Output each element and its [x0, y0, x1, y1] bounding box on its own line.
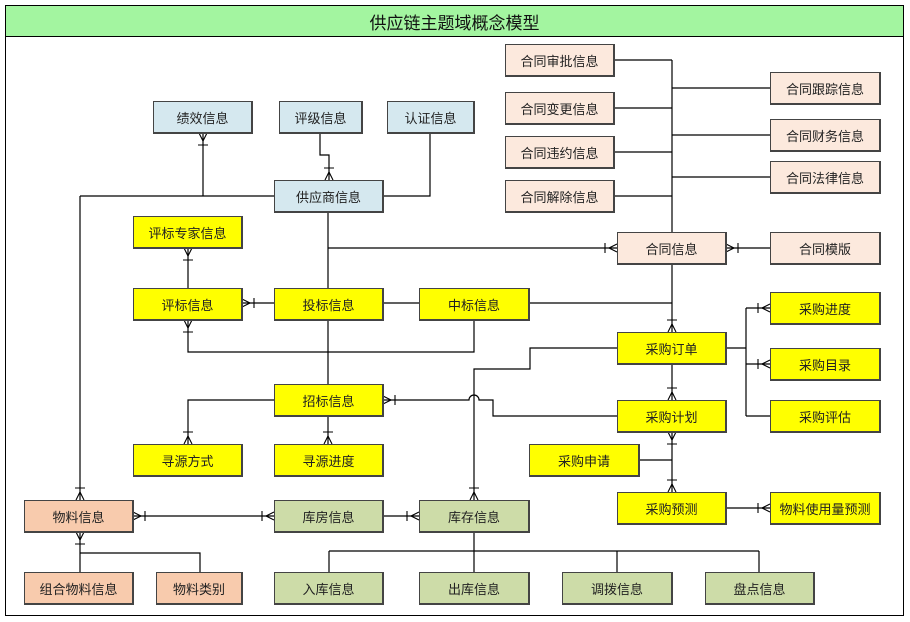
- entity-material[interactable]: 物料信息: [24, 500, 134, 533]
- entity-contract-legal[interactable]: 合同法律信息: [770, 161, 881, 194]
- crows-foot-marker-contract-left: [604, 243, 618, 253]
- entity-sourcing-progress[interactable]: 寻源进度: [274, 444, 384, 477]
- crows-foot-marker-purchase-plan-bottom: [667, 431, 677, 445]
- entity-bid-expert[interactable]: 评标专家信息: [133, 216, 243, 249]
- entity-tender[interactable]: 招标信息: [274, 384, 384, 417]
- entity-purchase-forecast[interactable]: 采购预测: [617, 492, 727, 525]
- entity-contract-tracking[interactable]: 合同跟踪信息: [770, 72, 881, 105]
- entity-purchase-progress[interactable]: 采购进度: [770, 292, 881, 325]
- entity-purchase-order[interactable]: 采购订单: [617, 332, 727, 365]
- entity-warehouse[interactable]: 库房信息: [274, 500, 384, 533]
- entity-contract[interactable]: 合同信息: [617, 232, 727, 265]
- entity-rating[interactable]: 评级信息: [279, 101, 363, 134]
- entity-contract-finance[interactable]: 合同财务信息: [770, 119, 881, 152]
- crows-foot-marker-performance: [198, 132, 208, 146]
- entity-contract-change[interactable]: 合同变更信息: [505, 92, 615, 125]
- crows-foot-marker-purchase-order: [667, 319, 677, 333]
- crows-foot-marker-material-usage-forecast: [757, 503, 771, 513]
- entity-combined-material[interactable]: 组合物料信息: [24, 572, 134, 605]
- crows-foot-marker-warehouse-left: [261, 511, 275, 521]
- entity-contract-template[interactable]: 合同模版: [770, 232, 881, 265]
- edge-rating-supplier: [319, 133, 330, 180]
- entity-purchase-plan[interactable]: 采购计划: [617, 400, 727, 433]
- crows-foot-marker-purchase-plan-top: [667, 387, 677, 401]
- crows-foot-marker-tender-right: [382, 395, 396, 405]
- entity-bid-evaluation[interactable]: 评标信息: [133, 288, 243, 321]
- crows-foot-marker-bid-evaluation-right: [241, 298, 255, 308]
- entity-material-category[interactable]: 物料类别: [156, 572, 243, 605]
- entity-stock-out[interactable]: 出库信息: [419, 572, 530, 605]
- edge-evaluation-award: [187, 320, 475, 353]
- entity-contract-approval[interactable]: 合同审批信息: [505, 44, 615, 77]
- entity-contract-breach[interactable]: 合同违约信息: [505, 136, 615, 169]
- entity-bid-submission[interactable]: 投标信息: [274, 288, 384, 321]
- entity-supplier[interactable]: 供应商信息: [274, 180, 384, 213]
- entity-performance[interactable]: 绩效信息: [153, 101, 253, 134]
- entity-certification[interactable]: 认证信息: [387, 101, 475, 134]
- crows-foot-marker-bid-evaluation-bottom: [183, 319, 193, 333]
- entity-material-usage-forecast[interactable]: 物料使用量预测: [770, 492, 881, 525]
- crows-foot-marker-purchase-forecast: [667, 479, 677, 493]
- entity-stock-in[interactable]: 入库信息: [274, 572, 384, 605]
- crows-foot-marker-material-bottom: [75, 531, 85, 545]
- entity-purchase-evaluation[interactable]: 采购评估: [770, 400, 881, 433]
- entity-bid-award[interactable]: 中标信息: [419, 288, 530, 321]
- crows-foot-marker-supplier-top: [324, 167, 334, 181]
- crows-foot-marker-material-top: [75, 487, 85, 501]
- entity-stocktake[interactable]: 盘点信息: [705, 572, 815, 605]
- edge-certification-supplier: [383, 133, 431, 197]
- crows-foot-marker-bid-expert: [183, 247, 193, 261]
- crows-foot-marker-inventory-top: [469, 487, 479, 501]
- crows-foot-marker-purchase-progress: [757, 303, 771, 313]
- entity-inventory[interactable]: 库存信息: [419, 500, 530, 533]
- edge-tender-sourcing-method: [187, 399, 274, 444]
- crows-foot-marker-purchase-catalog: [757, 359, 771, 369]
- crows-foot-marker-inventory-left: [406, 511, 420, 521]
- diagram-title: 供应链主题域概念模型: [5, 5, 904, 37]
- entity-contract-termination[interactable]: 合同解除信息: [505, 180, 615, 213]
- entity-transfer[interactable]: 调拨信息: [562, 572, 673, 605]
- entity-sourcing-method[interactable]: 寻源方式: [133, 444, 243, 477]
- crows-foot-marker-sourcing-progress: [323, 431, 333, 445]
- crows-foot-marker-material-right: [132, 511, 146, 521]
- edge-tender-purchase-plan: [383, 394, 617, 417]
- crows-foot-marker-sourcing-method: [183, 431, 193, 445]
- edge-material-category: [80, 552, 201, 572]
- edge-inventory-order: [473, 347, 617, 500]
- entity-purchase-catalog[interactable]: 采购目录: [770, 348, 881, 381]
- entity-purchase-request[interactable]: 采购申请: [529, 444, 640, 477]
- crows-foot-marker-contract-right: [725, 243, 739, 253]
